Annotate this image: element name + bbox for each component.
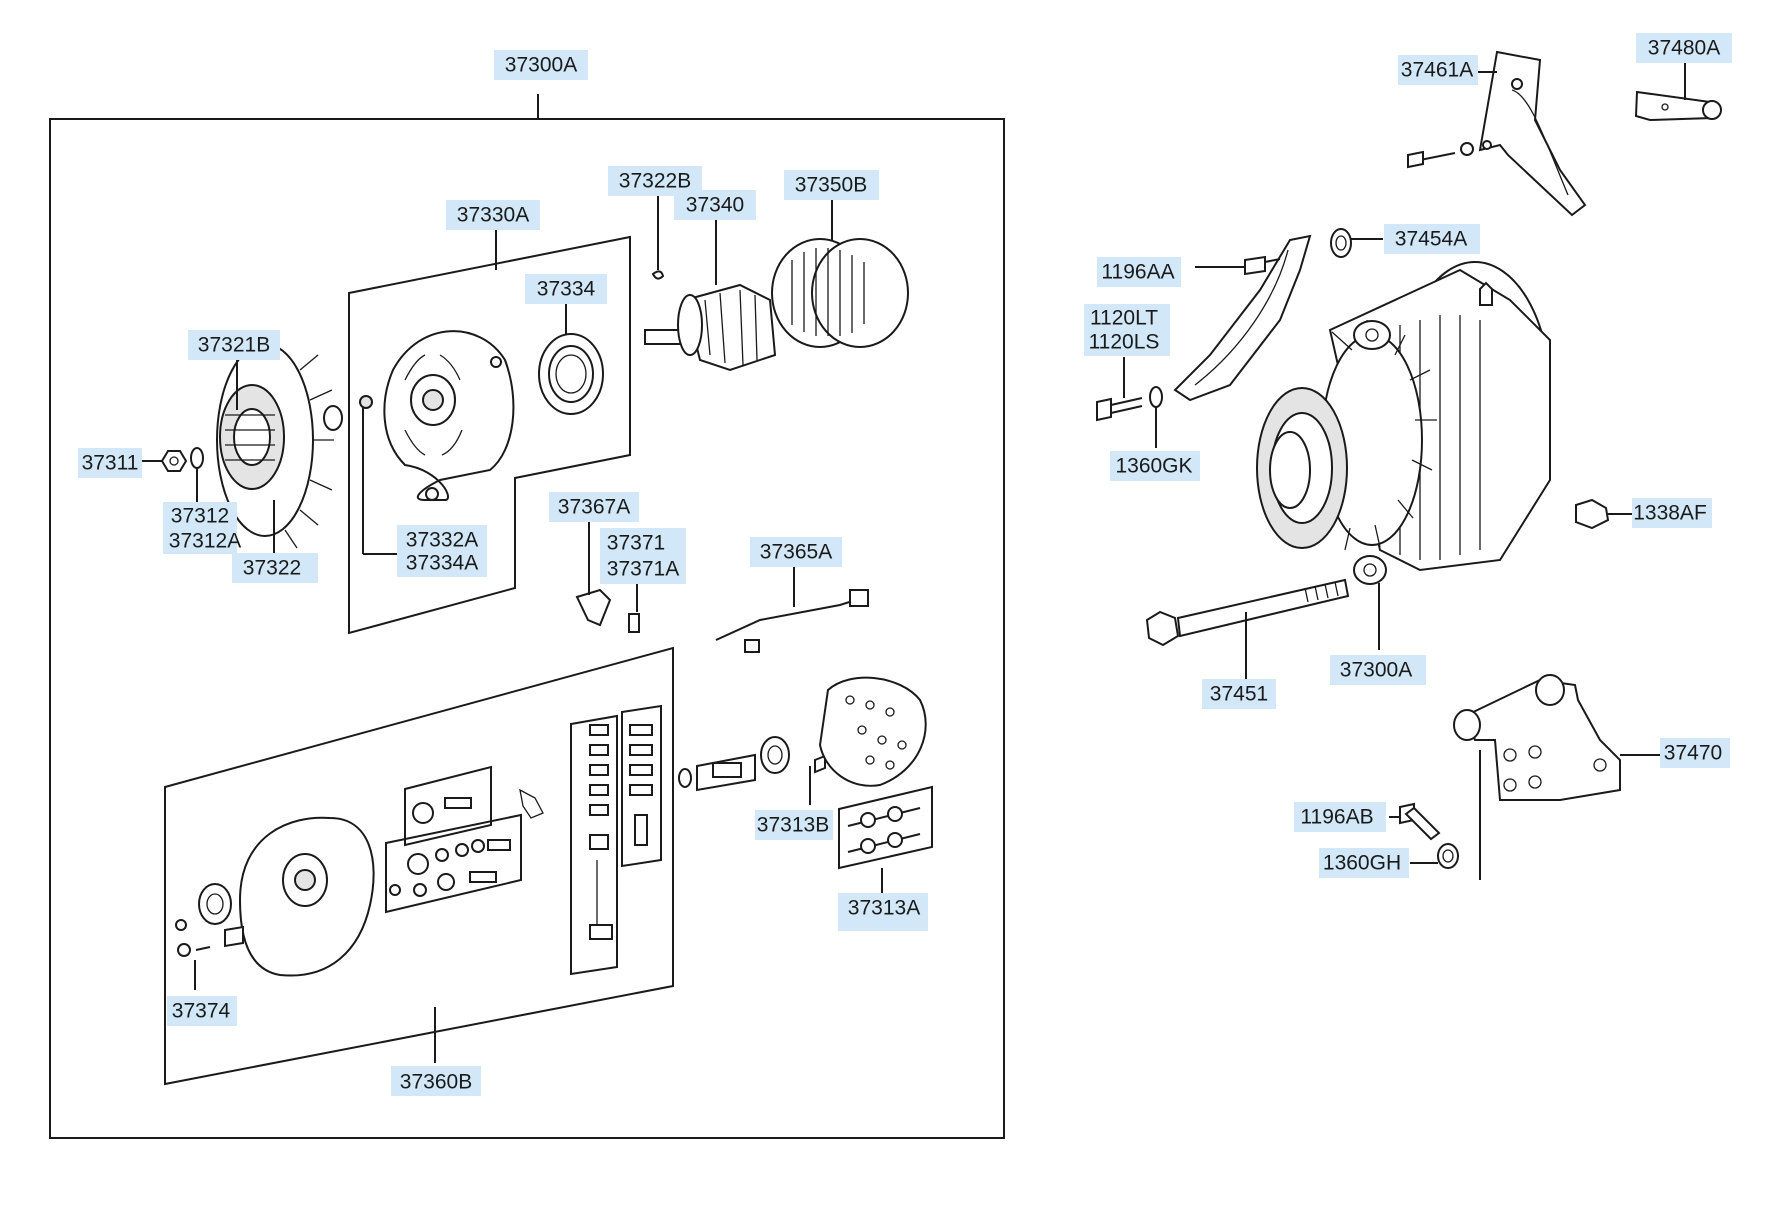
callout-37461A: 37461A [1401,59,1473,82]
callout-37365A: 37365A [760,541,832,564]
bracket-37480A [1634,62,1722,122]
rotor [644,193,777,372]
callout-37340: 37340 [686,194,744,217]
callout-labels: 37300A 37330A 37322B 37340 37350B 37334 … [78,33,1732,1096]
callout-37360B: 37360B [400,1071,472,1094]
callout-37480A: 37480A [1648,37,1720,60]
regulator-strip-group [570,704,662,976]
callout-37332A: 37332A [406,529,478,552]
washer-1360GH [1410,843,1459,869]
callout-1120LT: 1120LT [1090,307,1158,330]
callout-37311: 37311 [82,452,139,475]
callout-37371: 37371 [607,532,665,555]
adjusting-bracket-37461A [1407,50,1587,217]
bolt-1196AB [1389,802,1441,841]
front-bearing [538,303,604,415]
callout-1196AA: 1196AA [1101,261,1174,284]
callout-37350B: 37350B [795,174,867,197]
rear-housing-subframe [164,646,674,1086]
callout-37312: 37312 [171,505,229,528]
brush-holder [575,522,612,627]
bolt-1120LT [1096,357,1143,422]
alternator-assembly-frame [49,94,1005,1139]
brush [628,584,640,633]
callout-37313B: 37313B [757,814,829,837]
callout-37321B: 37321B [198,334,270,357]
callout-37374: 37374 [172,1000,231,1023]
callout-1360GK: 1360GK [1115,455,1192,478]
callout-37470: 37470 [1664,742,1722,765]
callout-37367A: 37367A [558,496,630,519]
pulley-and-fan [216,343,343,557]
callout-1360GH: 1360GH [1323,852,1401,875]
adjusting-link [1173,234,1312,402]
callout-37334A: 37334A [406,552,478,575]
callout-37451: 37451 [1210,683,1268,706]
spring-washer [190,447,204,503]
callout-37312A: 37312A [169,530,241,553]
callout-37313A: 37313A [848,897,920,920]
callout-1196AB: 1196AB [1300,806,1373,829]
rear-cover [678,676,927,805]
callout-37322: 37322 [243,557,301,580]
callout-37300A-right: 37300A [1340,659,1412,682]
callout-1120LS: 1120LS [1089,331,1160,354]
callout-37454A: 37454A [1395,228,1467,251]
rear-housing [198,816,375,977]
callout-1338AF: 1338AF [1633,502,1707,525]
nut-1338AF [1575,498,1632,530]
callout-37371A: 37371A [607,558,679,581]
terminal-lead-wire [715,567,869,653]
front-housing [359,330,515,555]
callout-37322B: 37322B [619,170,691,193]
alternator-assembly [1256,261,1551,650]
bracket-37470 [1453,674,1660,880]
rear-cover-bolt-set [838,785,933,893]
callout-37334: 37334 [537,278,596,301]
rear-housing-bolts [175,919,244,990]
washer-1360GK [1149,386,1163,448]
long-bolt-37451 [1145,578,1350,680]
washer-37454A [1330,228,1383,258]
pulley-nut [139,450,188,472]
stator [771,200,909,348]
diode-plate-group [385,765,544,914]
callout-37330A: 37330A [457,204,529,227]
front-housing-subframe [348,228,631,635]
callout-37300A-top: 37300A [505,54,577,77]
